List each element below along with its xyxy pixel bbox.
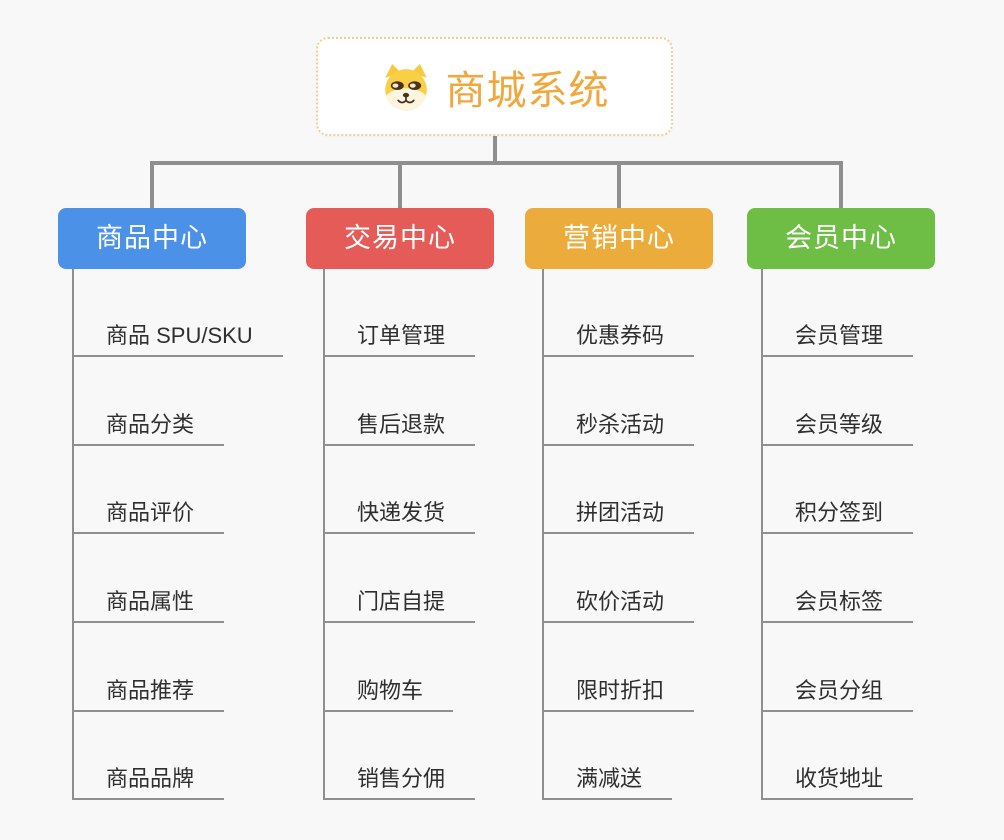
- leaf-node[interactable]: 门店自提: [323, 587, 476, 623]
- branch-drop-line: [398, 161, 402, 209]
- leaf-node[interactable]: 会员管理: [761, 321, 914, 357]
- branch-header-product-center[interactable]: 商品中心: [58, 208, 246, 269]
- branch-trunk-line: [761, 269, 763, 799]
- leaf-node[interactable]: 砍价活动: [542, 587, 695, 623]
- branch-bus-line: [150, 161, 843, 165]
- branch-header-marketing-center[interactable]: 营销中心: [525, 208, 713, 269]
- leaf-node[interactable]: 会员等级: [761, 410, 914, 446]
- leaf-node[interactable]: 购物车: [323, 676, 454, 712]
- branch-trunk-line: [72, 269, 74, 799]
- leaf-node[interactable]: 商品品牌: [72, 764, 225, 800]
- leaf-node[interactable]: 商品属性: [72, 587, 225, 623]
- leaf-node[interactable]: 商品评价: [72, 498, 225, 534]
- branch-header-trade-center[interactable]: 交易中心: [306, 208, 494, 269]
- root-node[interactable]: 商城系统: [316, 37, 673, 136]
- branch-drop-line: [150, 161, 154, 209]
- leaf-node[interactable]: 满减送: [542, 764, 673, 800]
- root-title: 商城系统: [445, 68, 610, 113]
- leaf-node[interactable]: 拼团活动: [542, 498, 695, 534]
- leaf-node[interactable]: 积分签到: [761, 498, 914, 534]
- leaf-node[interactable]: 限时折扣: [542, 676, 695, 712]
- leaf-node[interactable]: 秒杀活动: [542, 410, 695, 446]
- leaf-node[interactable]: 会员分组: [761, 676, 914, 712]
- leaf-node[interactable]: 优惠券码: [542, 321, 695, 357]
- branch-trunk-line: [323, 269, 325, 799]
- leaf-node[interactable]: 商品分类: [72, 410, 225, 446]
- leaf-node[interactable]: 商品推荐: [72, 676, 225, 712]
- leaf-node[interactable]: 销售分佣: [323, 764, 476, 800]
- shiba-dog-icon: [384, 63, 427, 111]
- branch-trunk-line: [542, 269, 544, 799]
- branch-header-member-center[interactable]: 会员中心: [747, 208, 935, 269]
- leaf-node[interactable]: 会员标签: [761, 587, 914, 623]
- leaf-node[interactable]: 订单管理: [323, 321, 476, 357]
- leaf-node[interactable]: 收货地址: [761, 764, 914, 800]
- leaf-node[interactable]: 快递发货: [323, 498, 476, 534]
- branch-drop-line: [617, 161, 621, 209]
- leaf-node[interactable]: 商品 SPU/SKU: [72, 321, 283, 357]
- branch-drop-line: [839, 161, 843, 209]
- root-connector-stub: [493, 136, 497, 162]
- leaf-node[interactable]: 售后退款: [323, 410, 476, 446]
